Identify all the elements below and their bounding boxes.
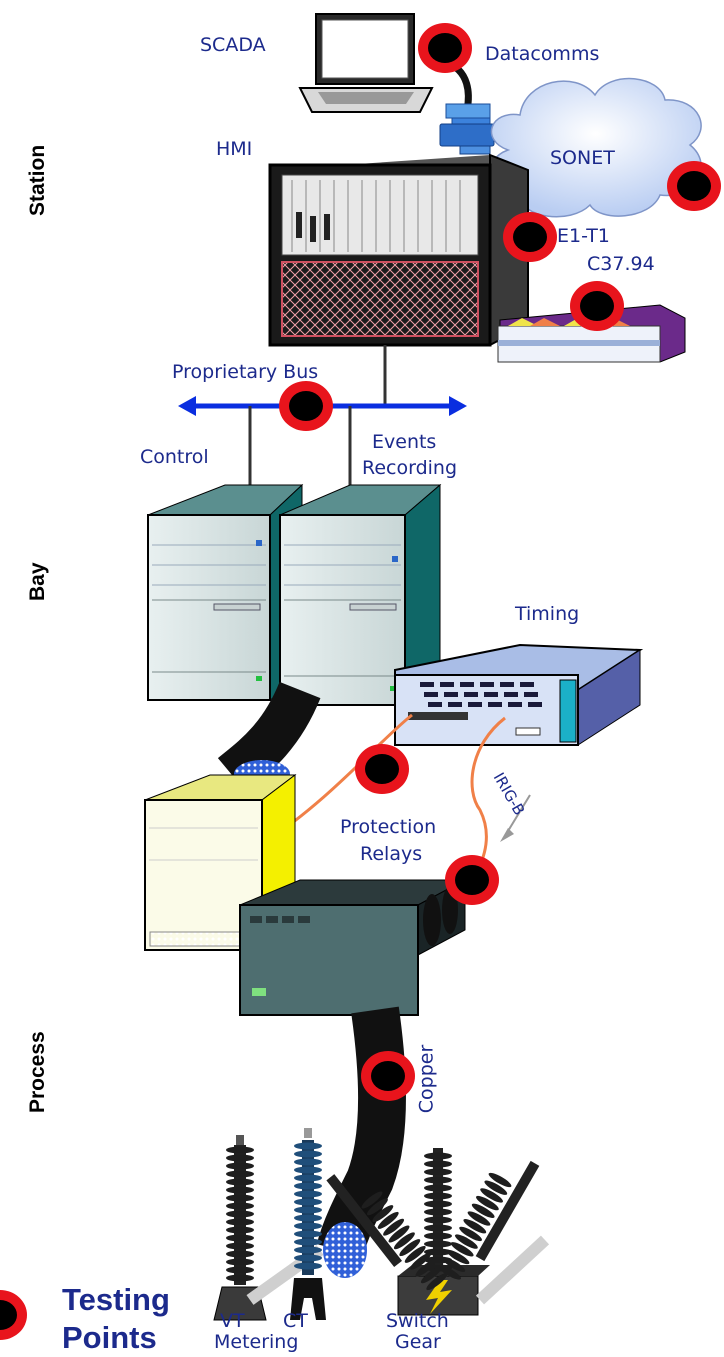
label-recording: Recording — [362, 457, 458, 479]
tier-label-process: Process — [26, 1031, 49, 1113]
testing-point-icon — [503, 212, 557, 262]
testing-point-icon — [361, 1051, 415, 1101]
switch-gear-sheds — [361, 1152, 512, 1291]
testing-point-icon — [418, 23, 472, 73]
label-relays: Relays — [360, 843, 423, 865]
testing-point-icon — [0, 1290, 27, 1340]
label-copper: Copper — [415, 1044, 438, 1114]
c3794-device-icon — [497, 304, 686, 363]
label-switch: Switch — [386, 1310, 449, 1332]
label-protection: Protection — [340, 816, 437, 838]
legend-label: Testing Points — [62, 1281, 170, 1357]
laptop-icon — [298, 13, 434, 113]
label-control: Control — [140, 446, 209, 468]
label-timing: Timing — [515, 603, 580, 625]
label-ct: CT — [283, 1310, 308, 1332]
label-events: Events — [372, 431, 437, 453]
testing-point-icon — [355, 744, 409, 794]
label-vt: VT — [220, 1310, 245, 1332]
label-metering: Metering — [214, 1331, 299, 1353]
bay-recording-unit-icon — [279, 483, 442, 706]
timing-ports — [420, 682, 542, 707]
lightning-icon — [426, 1280, 452, 1314]
legend-line-points: Points — [62, 1320, 157, 1355]
label-c3794: C37.94 — [587, 253, 655, 275]
db-connector-icon — [439, 103, 495, 155]
testing-points — [0, 23, 721, 1340]
hmi-card-slots — [291, 180, 461, 252]
label-e1t1: E1-T1 — [557, 225, 610, 247]
protection-relay-dark-icon — [239, 879, 466, 1016]
label-datacomms: Datacomms — [485, 43, 600, 65]
testing-point-icon — [445, 855, 499, 905]
legend-line-testing: Testing — [62, 1282, 170, 1317]
testing-point-icon — [667, 161, 721, 211]
protection-relay-yellow-icon — [144, 773, 297, 951]
testing-point-icon — [570, 281, 624, 331]
hmi-rack-icon — [268, 153, 529, 347]
tier-label-bay: Bay — [26, 562, 49, 601]
label-proprietary-bus: Proprietary Bus — [172, 361, 319, 383]
tier-label-station: Station — [26, 144, 49, 216]
label-hmi: HMI — [216, 138, 253, 160]
ct-insulator-sheds — [294, 1142, 322, 1270]
vt-insulator-sheds — [226, 1146, 254, 1282]
label-gear: Gear — [395, 1331, 441, 1353]
label-sonet: SONET — [550, 147, 615, 169]
bay-control-unit-icon — [147, 483, 304, 701]
testing-point-icon — [279, 381, 333, 431]
label-scada: SCADA — [200, 34, 266, 56]
